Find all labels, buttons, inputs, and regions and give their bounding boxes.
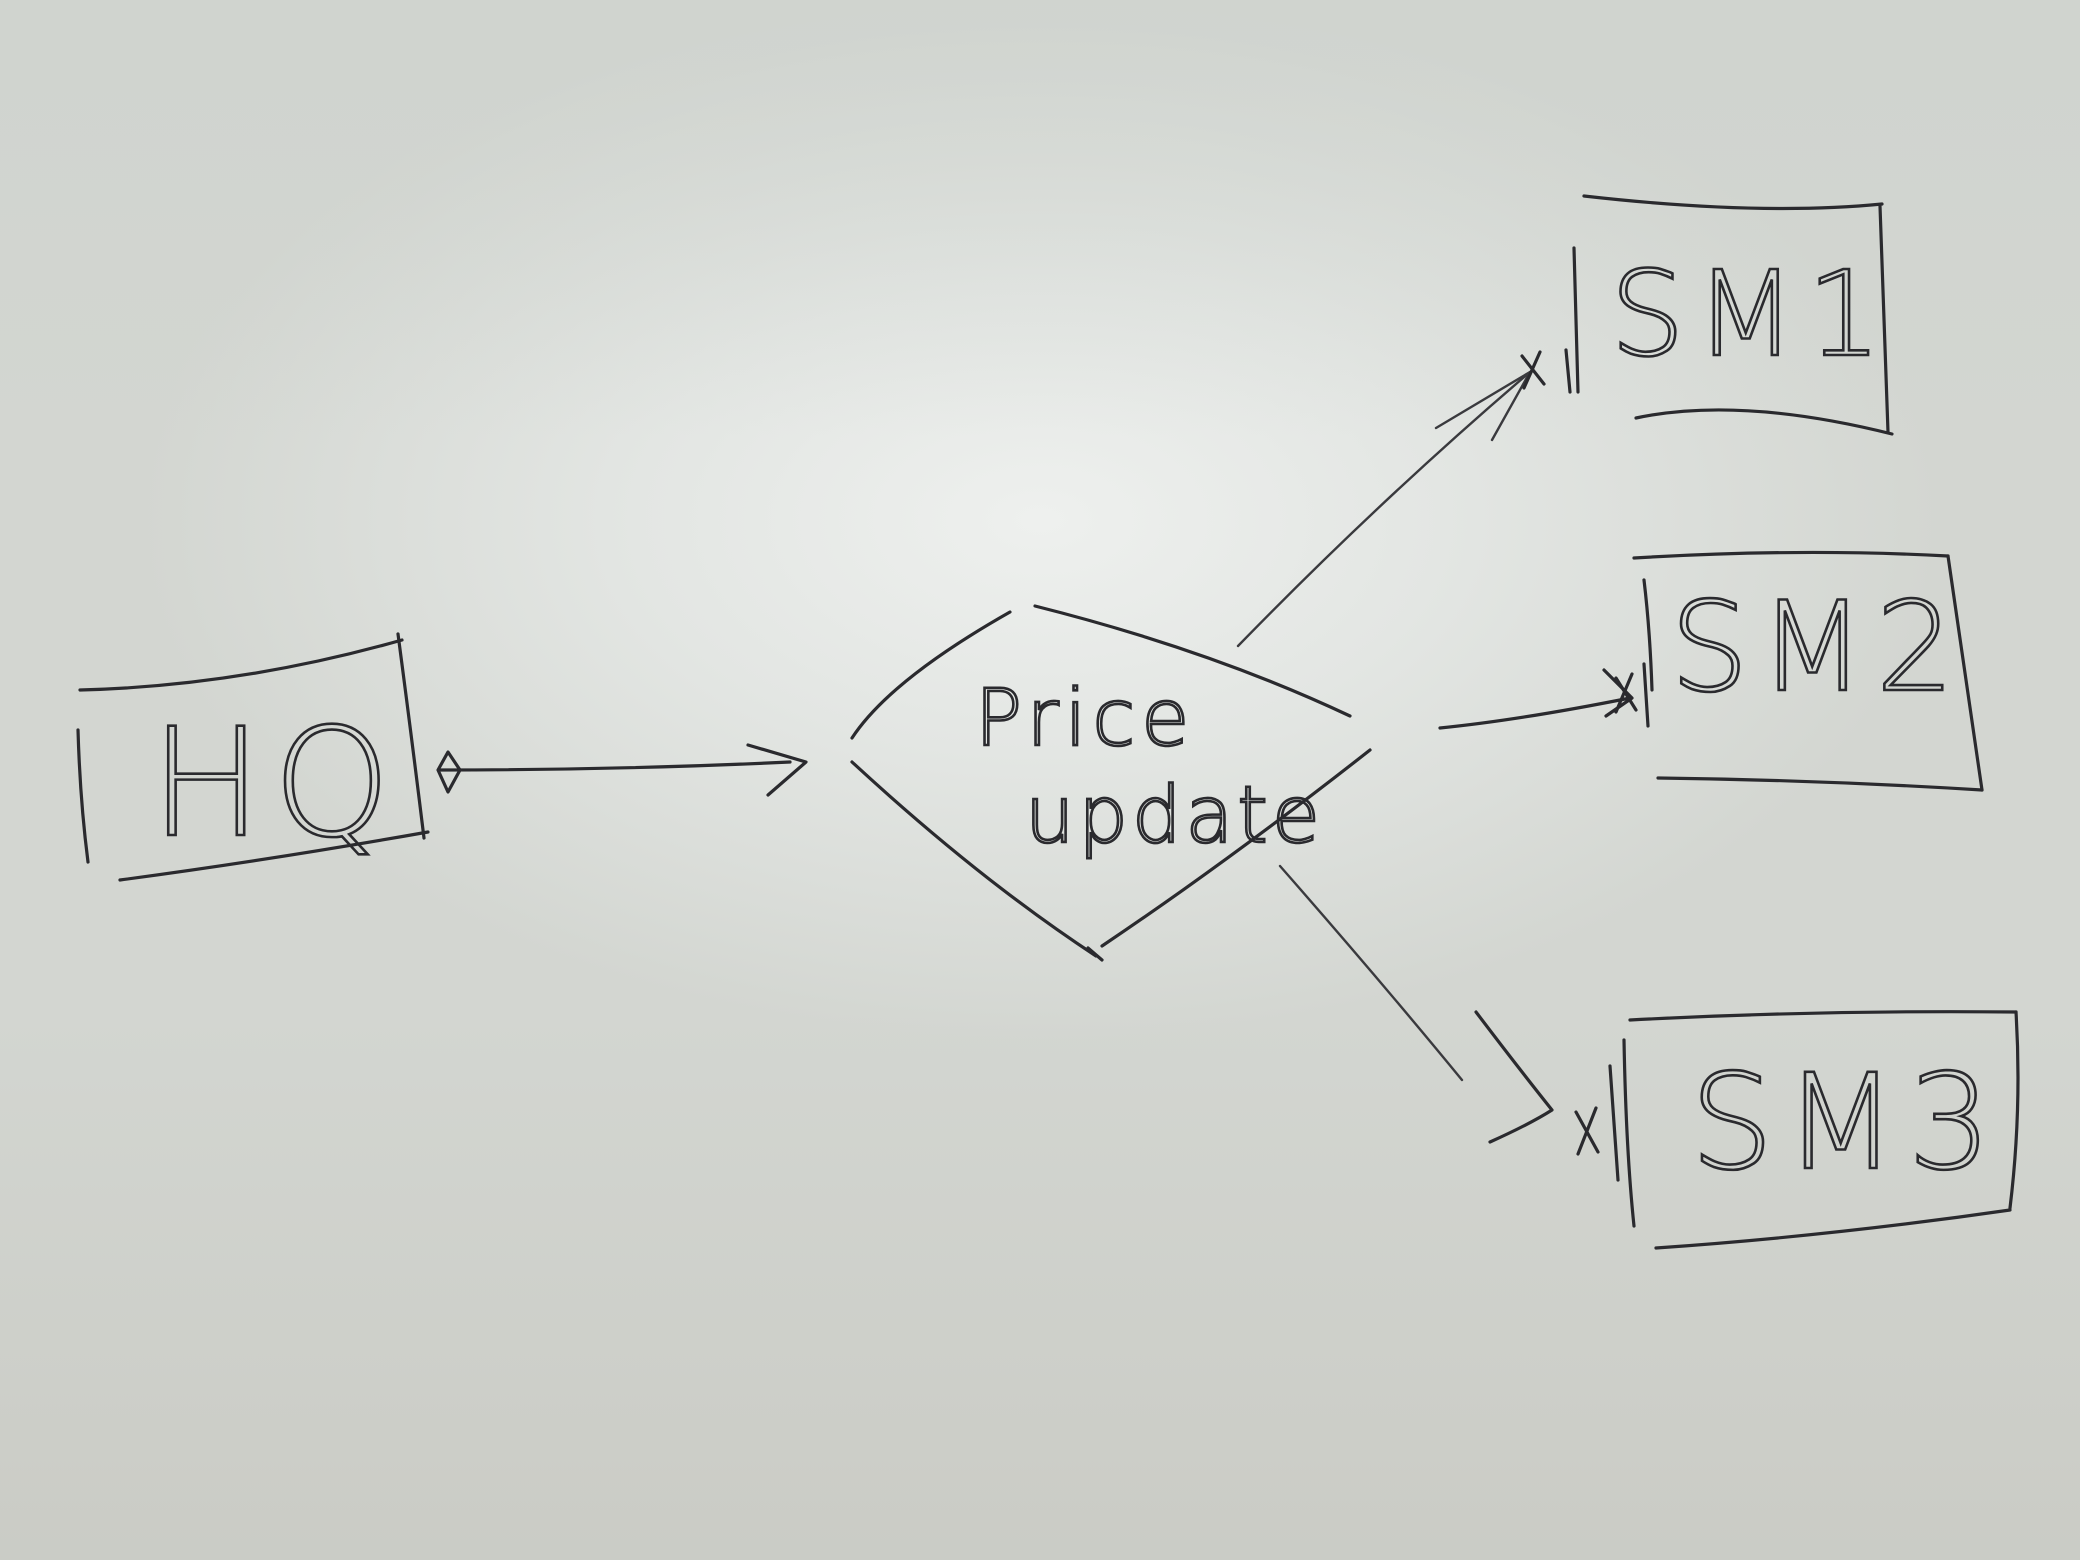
edge-crowfoot-mark: [1614, 672, 1638, 714]
edge-end-bar: [1564, 348, 1572, 394]
price-update-label-line1: Price: [975, 674, 1195, 764]
edge-arrowhead: [1434, 370, 1532, 442]
sm1-node: SM1: [1572, 194, 1894, 436]
edge-end-bar: [1608, 1064, 1620, 1182]
sm2-box-left: [1642, 578, 1654, 692]
diamond-bottom-tick: [1086, 946, 1104, 962]
edge-line: [1278, 864, 1464, 1082]
price-update-node: Price update: [850, 604, 1372, 962]
sm3-box-bottom: [1654, 1208, 2012, 1250]
sm1-box-top: [1582, 194, 1884, 211]
diamond-upper-right: [1033, 604, 1352, 718]
diamond-upper-left: [850, 610, 1012, 740]
sm2-node: SM2: [1632, 550, 1984, 792]
edge-hq-price-update: [436, 743, 808, 797]
sm3-box-left: [1622, 1038, 1636, 1228]
hq-label: HQ: [150, 697, 401, 871]
edge-line: [1236, 370, 1532, 648]
hq-box-top: [78, 638, 404, 692]
sm3-label: SM3: [1690, 1046, 2002, 1200]
sm2-label: SM2: [1670, 576, 1965, 720]
diamond-lower-left: [850, 760, 1098, 958]
sm1-box-right: [1878, 204, 1890, 434]
hq-box-left: [76, 728, 90, 864]
sm3-node: SM3: [1622, 1010, 2020, 1250]
sm1-box-left: [1572, 246, 1580, 394]
edge-price-update-sm3: [1278, 864, 1620, 1182]
edge-crowfoot-mark: [1574, 1106, 1600, 1156]
edge-arrowhead: [1474, 1010, 1554, 1144]
sm2-box-top: [1632, 550, 1950, 560]
hq-box-right: [396, 632, 426, 840]
sm1-box-bottom: [1634, 408, 1894, 436]
edge-line: [438, 760, 792, 772]
price-update-label-line2: update: [1025, 771, 1324, 861]
edge-crowfoot-mark: [1520, 350, 1546, 390]
sm2-box-right: [1946, 554, 1984, 792]
edge-price-update-sm1: [1236, 348, 1572, 648]
sm2-box-bottom: [1656, 776, 1984, 792]
edge-end-bar: [1642, 662, 1650, 728]
edge-arrowhead: [746, 743, 808, 797]
diamond-lower-right: [1100, 748, 1372, 948]
edge-arrowhead: [1602, 668, 1634, 718]
hq-box-bottom: [118, 830, 430, 882]
sm3-box-right: [2008, 1010, 2020, 1210]
edge-price-update-sm2: [1438, 662, 1650, 730]
sm3-box-top: [1628, 1010, 2018, 1022]
edge-tail-diamond: [436, 750, 462, 794]
sm1-label: SM1: [1610, 245, 1892, 383]
hq-node: HQ: [76, 632, 430, 882]
edge-line: [1438, 696, 1632, 730]
